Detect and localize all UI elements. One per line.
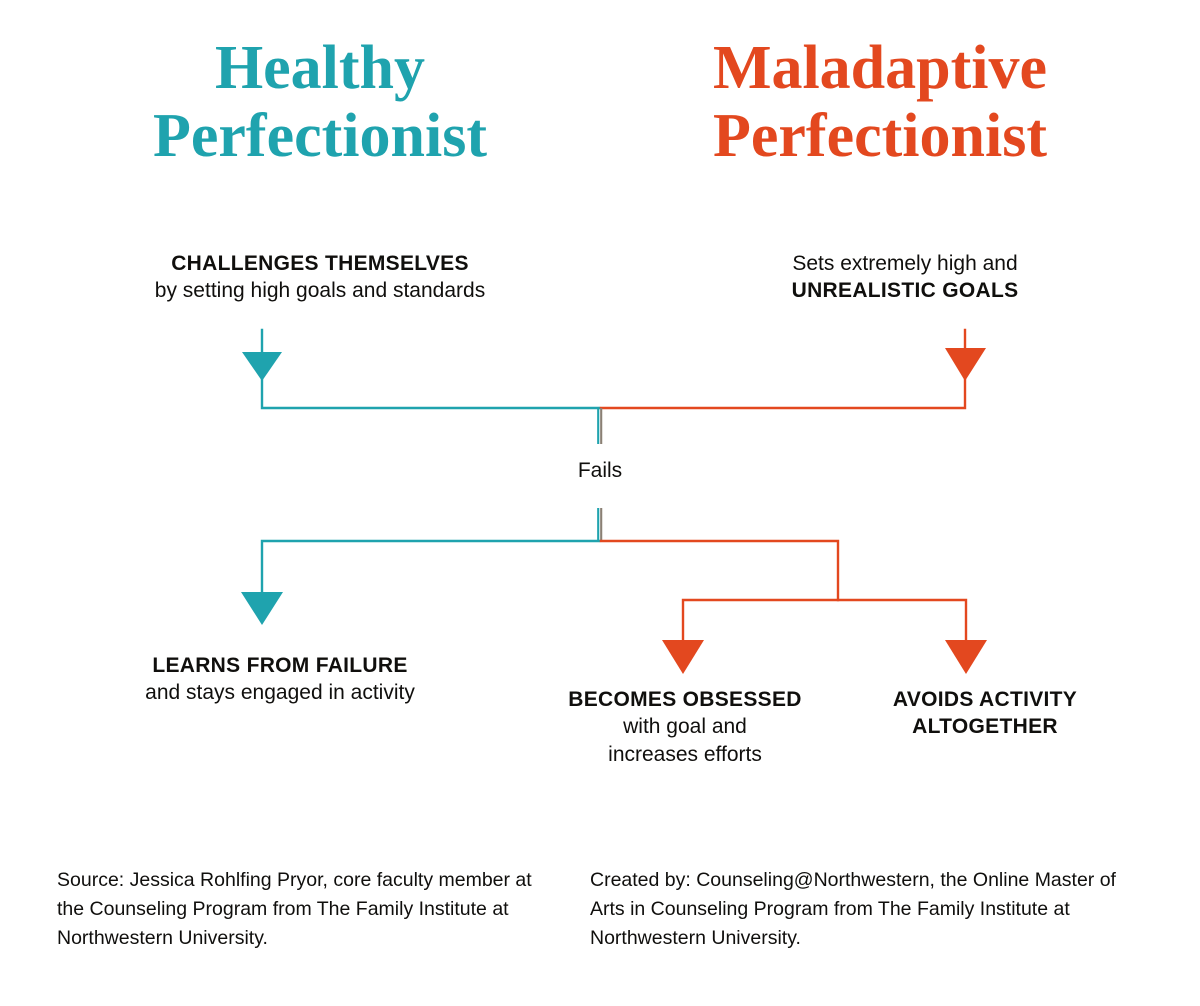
node-avoids-strong2: ALTOGETHER (912, 715, 1058, 739)
connector-healthy-top (242, 328, 601, 410)
footer-created-by-note: Created by: Counseling@Northwestern, the… (590, 869, 1116, 949)
footer-source-note: Source: Jessica Rohlfing Pryor, core fac… (57, 869, 532, 949)
arrowhead-down-maladaptive-top (945, 348, 986, 381)
node-becomes-obsessed: BECOMES OBSESSED with goal and increases… (520, 686, 850, 768)
center-stem-lower (597, 508, 603, 541)
arrowhead-down-avoids (945, 640, 987, 674)
center-stem-upper (597, 408, 603, 444)
connector-maladaptive-bottom (599, 539, 987, 674)
node-obsessed-light1: with goal and (623, 715, 747, 739)
node-avoids-activity: AVOIDS ACTIVITY ALTOGETHER (840, 686, 1130, 741)
node-unrealistic-light: Sets extremely high and (792, 252, 1018, 275)
headings-row: Healthy Perfectionist Maladaptive Perfec… (0, 34, 1200, 194)
node-challenges-themselves: CHALLENGES THEMSELVES by setting high go… (55, 250, 585, 305)
arrowhead-down-healthy-top (242, 352, 282, 381)
arrowhead-down-obsessed (662, 640, 704, 674)
heading-maladaptive-perfectionist: Maladaptive Perfectionist (600, 34, 1160, 170)
connector-maladaptive-top (599, 328, 986, 410)
node-unrealistic-strong: UNREALISTIC GOALS (791, 279, 1019, 303)
node-unrealistic-goals: Sets extremely high and UNREALISTIC GOAL… (690, 250, 1120, 305)
heading-healthy-line2: Perfectionist (153, 102, 487, 171)
label-fails: Fails (577, 459, 623, 482)
heading-healthy-line1: Healthy (214, 34, 426, 102)
node-challenges-strong: CHALLENGES THEMSELVES (171, 252, 469, 275)
arrowhead-down-learns (241, 592, 283, 625)
node-challenges-light: by setting high goals and standards (154, 279, 486, 303)
node-avoids-strong1: AVOIDS ACTIVITY (892, 688, 1078, 711)
node-obsessed-strong: BECOMES OBSESSED (568, 688, 802, 711)
node-learns-strong: LEARNS FROM FAILURE (152, 654, 408, 677)
node-learns-light: and stays engaged in activity (145, 681, 415, 705)
heading-maladaptive-line1: Maladaptive (712, 34, 1048, 102)
connector-healthy-bottom (241, 539, 601, 625)
node-learns-from-failure: LEARNS FROM FAILURE and stays engaged in… (25, 652, 535, 707)
node-obsessed-light2: increases efforts (608, 742, 762, 766)
heading-healthy-perfectionist: Healthy Perfectionist (40, 34, 600, 170)
heading-maladaptive-line2: Perfectionist (713, 102, 1047, 171)
